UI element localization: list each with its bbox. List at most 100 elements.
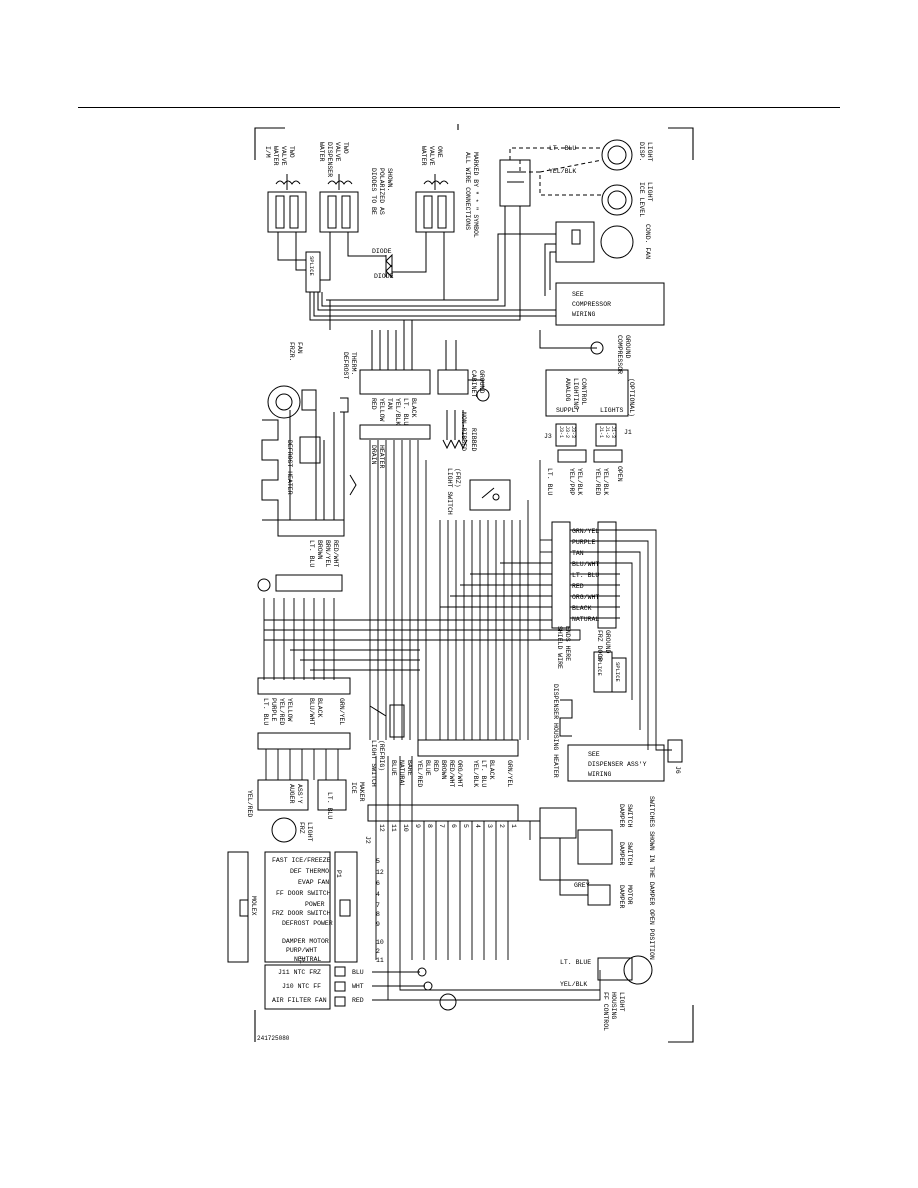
part-number: 241725080 [257, 1035, 290, 1042]
ntc-row-1: J11 NTC FRZ [278, 969, 321, 976]
tb-row-5: POWER [305, 901, 325, 908]
frz-light-2: LIGHT [306, 822, 313, 842]
harness-e-7: GRN/YEL [338, 698, 345, 725]
j1-pin-3: J1-3 [610, 426, 616, 438]
disp-light-connector [499, 159, 531, 207]
tb-pin-10: 11 [376, 957, 384, 964]
ff-light-switch [389, 704, 405, 738]
alc-label-3: CONTROL [580, 378, 587, 405]
j1-plug [593, 449, 623, 463]
harness-e-2: PURPLE [270, 698, 277, 722]
non-ribbed-label: NON-RIBBED [460, 412, 467, 451]
j3-plug [557, 449, 587, 463]
ice-valve-label-1: I/M [264, 146, 271, 158]
j1-label: J1 [298, 956, 305, 964]
tb-row-6: FRZ DOOR SWITCH [272, 910, 331, 917]
light-switch-frz-1: LIGHT SWITCH [446, 468, 453, 515]
harness-a-ltblu: LT. BLU [402, 398, 409, 425]
grey-label: GREY [574, 882, 590, 889]
j3-pin-2: J3-2 [564, 426, 570, 438]
ff-control-3: LIGHT [618, 992, 625, 1012]
disp-top-wire: LT. BLU [549, 145, 576, 152]
j2-num-1: 1 [510, 824, 517, 828]
j6-connector [667, 739, 683, 763]
connector-harness-d-left [551, 521, 571, 629]
auger-1: AUGER [288, 784, 295, 804]
disp-valve-label-1: WATER [318, 142, 325, 162]
compressor-wiring-box [555, 282, 665, 326]
harness-f-10: GRN/YEL [506, 760, 513, 787]
j2-num-2: 2 [498, 824, 505, 828]
tb-pin-9: 2 [376, 948, 380, 955]
ice-maker-2: MAKER [358, 782, 365, 802]
analog-lighting-control [545, 369, 629, 417]
harness-a-red: RED [370, 398, 377, 410]
disp-valve [319, 174, 359, 233]
frz-fan-motor [267, 385, 301, 419]
harness-b-4: RED/WHT [332, 540, 339, 567]
tb-pin-3: 6 [376, 880, 380, 887]
ice-level-label-1: ICE LEVEL [638, 182, 645, 217]
harness-d-1: GRN/YEL [572, 528, 599, 535]
terminal-board [264, 851, 331, 963]
tb-pin-2: 12 [376, 869, 384, 876]
harness-f-2: BLUE [424, 760, 431, 776]
harness-a-yelblk: YEL/BLK [394, 398, 401, 425]
j3-header [555, 423, 577, 447]
frz-door-ground-2: GROUND [604, 630, 611, 654]
harness-d-6: RED [572, 583, 584, 590]
harness-e-4: YELLOW [286, 698, 293, 722]
ntc-board [264, 964, 331, 1010]
damper-switch-2-box [577, 829, 613, 865]
damper-motor-box [587, 884, 611, 906]
ice-valve [267, 174, 307, 233]
ltblue-f-label: LT. BLU [326, 792, 333, 819]
j2-num-10: 10 [402, 824, 409, 832]
yelprp-label: YEL/PRP [568, 468, 575, 495]
damper-motor-a: DAMPER [618, 885, 625, 909]
frz-light-bulb [271, 817, 297, 843]
splice-box-3 [611, 657, 627, 693]
harness-e-1: LT. BLU [262, 698, 269, 725]
diagram-labels: I/M WATER VALVE TWO WATER DISPENSER VALV… [246, 142, 681, 1042]
shield-note-2: ENDS HERE [564, 626, 571, 661]
molex-label: MOLEX [250, 896, 257, 916]
damper-motor-b: MOTOR [626, 885, 633, 905]
splice-box [305, 251, 321, 293]
tb-row-4: FF DOOR SWITCH [276, 890, 331, 897]
ff-yelblk-label: YEL/BLK [560, 981, 587, 988]
j1-pin-2: J1-2 [604, 426, 610, 438]
j2-num-6: 6 [450, 824, 457, 828]
switches-note: SWITCHES SHOWN IN THE DAMPER OPEN POSITI… [648, 796, 655, 960]
j1-pin-1: J1-1 [598, 426, 604, 438]
connector-g [417, 739, 519, 757]
harness-f-1: YEL/RED [416, 760, 423, 787]
disp-valve-label-4: TWO [342, 142, 349, 154]
damper-switch-2a: DAMPER [618, 842, 625, 866]
connector-a2 [437, 369, 469, 395]
connector-d [275, 574, 343, 592]
ff-control-light-bulb [623, 955, 653, 985]
tb-pin-1: 5 [376, 858, 380, 865]
defrost-therm-2: THERM. [350, 352, 357, 375]
disp-valve-label-2: DISPENSER [326, 142, 333, 177]
harness-f-9: BLACK [488, 760, 495, 780]
defrost-therm-1: DEFROST [342, 352, 349, 379]
yelblk-small: YEL/BLK [602, 468, 609, 495]
harness-d-3: TAN [572, 550, 584, 557]
tb-row-9: PURP/WHT [286, 947, 317, 954]
cond-fan-connector [555, 221, 595, 263]
harness-d-9: NATURAL [572, 616, 599, 623]
p1-label: P1 [335, 870, 342, 878]
ice-valve-label-4: TWO [288, 146, 295, 158]
tb-pin-8: 10 [376, 939, 384, 946]
ntc-wire-3: RED [352, 997, 364, 1004]
tb-row-8: DAMPER MOTOR [282, 938, 329, 945]
harness-d-4: BLU/WHT [572, 561, 599, 568]
light-switch-ff-1: LIGHT SWITCH [370, 740, 377, 787]
compressor-ground-2: GROUND [624, 335, 631, 359]
ff-valve [415, 174, 455, 233]
splice-label-2: SPLICE [596, 656, 603, 677]
tb-row-10: NEUTRAL [294, 956, 321, 963]
defrost-heater-label: DEFROST HEATER [286, 440, 293, 495]
